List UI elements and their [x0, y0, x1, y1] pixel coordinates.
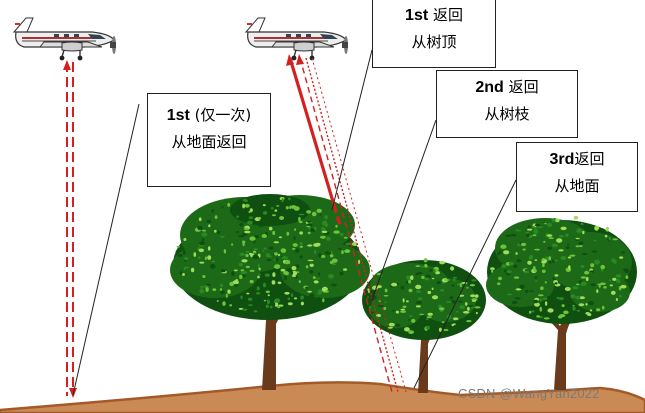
callout-third-ground-return: 3rd返回 从地面 — [516, 142, 638, 212]
watermark: CSDN @WangYan2022 — [458, 386, 600, 401]
pulse-slanted — [286, 54, 407, 393]
tree-icon — [486, 218, 637, 390]
callout-first-canopy-return: 1st 返回 从树顶 — [372, 0, 496, 68]
foliage-texture — [175, 197, 630, 338]
airplane-icon — [13, 17, 117, 62]
pulse-vertical — [63, 60, 77, 398]
callout-first-only-return: 1st (仅一次) 从地面返回 — [147, 93, 271, 187]
ground — [0, 381, 645, 413]
leader-lines — [72, 49, 517, 396]
airplane-icon — [245, 17, 349, 62]
callout-second-branch-return: 2nd 返回 从树枝 — [436, 70, 578, 138]
